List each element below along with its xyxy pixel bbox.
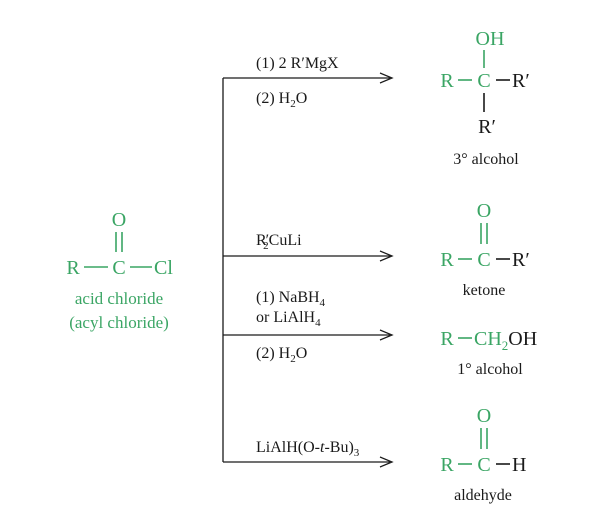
reagent-4-line-1: LiAlH(O-t-Bu)3 [256,439,360,459]
product-2-r-left: R [440,249,454,271]
reagent-3-line-3: (2) H2O [256,345,307,365]
product-4-label: aldehyde [454,487,512,504]
reagent-1-line-1: (1) 2 R′MgX [256,55,339,72]
product-1-top-o: OH [476,28,505,50]
product-2-oxygen: O [477,200,491,222]
product-aldehyde: O R C H aldehyde [440,405,526,504]
arrowhead-1 [379,72,394,84]
product-4-oxygen: O [477,405,491,427]
arrowhead-2 [379,250,394,262]
reactant-alt-name: (acyl chloride) [69,313,169,332]
branch-arrows [222,72,394,468]
product-1-alcohol: R CH2OH 1° alcohol [440,328,537,378]
product-1-carbon: C [477,70,490,92]
product-1-r-prime-right: R′ [512,70,530,92]
reactant-r-group: R [66,257,80,279]
product-3-alcohol: OH R C R′ R′ 3° alcohol [440,28,529,168]
product-4-hydrogen: H [512,454,526,476]
reactant-chlorine: Cl [154,257,173,279]
reactant-name: acid chloride [75,289,163,308]
product-3-r: R [440,328,454,350]
reagents: (1) 2 R′MgX (2) H2O R′2CuLi (1) NaBH4 or… [256,55,360,459]
reactant-acid-chloride: O R C Cl acid chloride (acyl chloride) [66,209,173,332]
reactant-carbon: C [112,257,125,279]
reagent-3-line-2: or LiAlH4 [256,309,321,329]
arrowhead-3 [379,329,394,341]
product-1-r-left: R [440,70,454,92]
product-2-label: ketone [463,282,506,299]
product-2-carbon: C [477,249,490,271]
product-3-ch2oh: CH2OH [474,328,537,353]
product-4-r-left: R [440,454,454,476]
product-1-label: 3° alcohol [453,151,519,168]
product-1-r-prime-bottom: R′ [478,116,496,138]
reactant-oxygen: O [112,209,126,231]
product-3-label: 1° alcohol [457,361,523,378]
product-4-carbon: C [477,454,490,476]
arrowhead-4 [379,456,394,468]
reagent-1-line-2: (2) H2O [256,90,307,110]
product-2-r-prime: R′ [512,249,530,271]
reagent-2-line-1: R′2CuLi [256,232,302,252]
reagent-3-line-1: (1) NaBH4 [256,289,326,309]
product-ketone: O R C R′ ketone [440,200,529,299]
